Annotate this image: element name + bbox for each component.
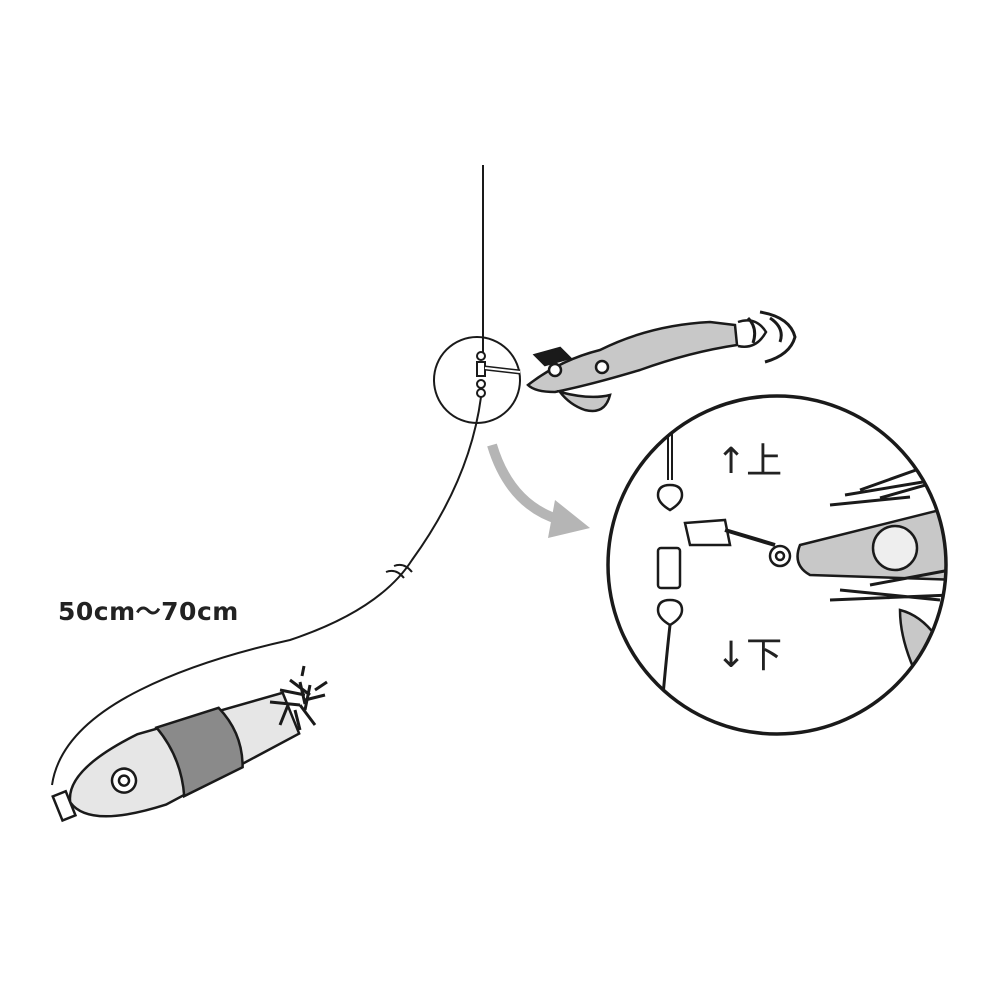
down-direction-label: ↓下 bbox=[716, 635, 783, 676]
detail-view-circle bbox=[606, 394, 948, 736]
swivel-small bbox=[476, 351, 521, 398]
zoom-arrowhead bbox=[548, 500, 590, 538]
upper-egi-lure bbox=[526, 310, 797, 413]
leader-length-label: 50cm〜70cm bbox=[58, 597, 239, 626]
detail-marker-circle bbox=[433, 336, 521, 424]
lower-egi-lure bbox=[51, 691, 301, 823]
zoom-arrow bbox=[487, 443, 562, 525]
up-direction-label: ↑上 bbox=[716, 441, 783, 482]
line-break-mark bbox=[385, 563, 413, 579]
leader-line bbox=[51, 396, 482, 786]
lower-lure-tassel bbox=[269, 665, 328, 731]
